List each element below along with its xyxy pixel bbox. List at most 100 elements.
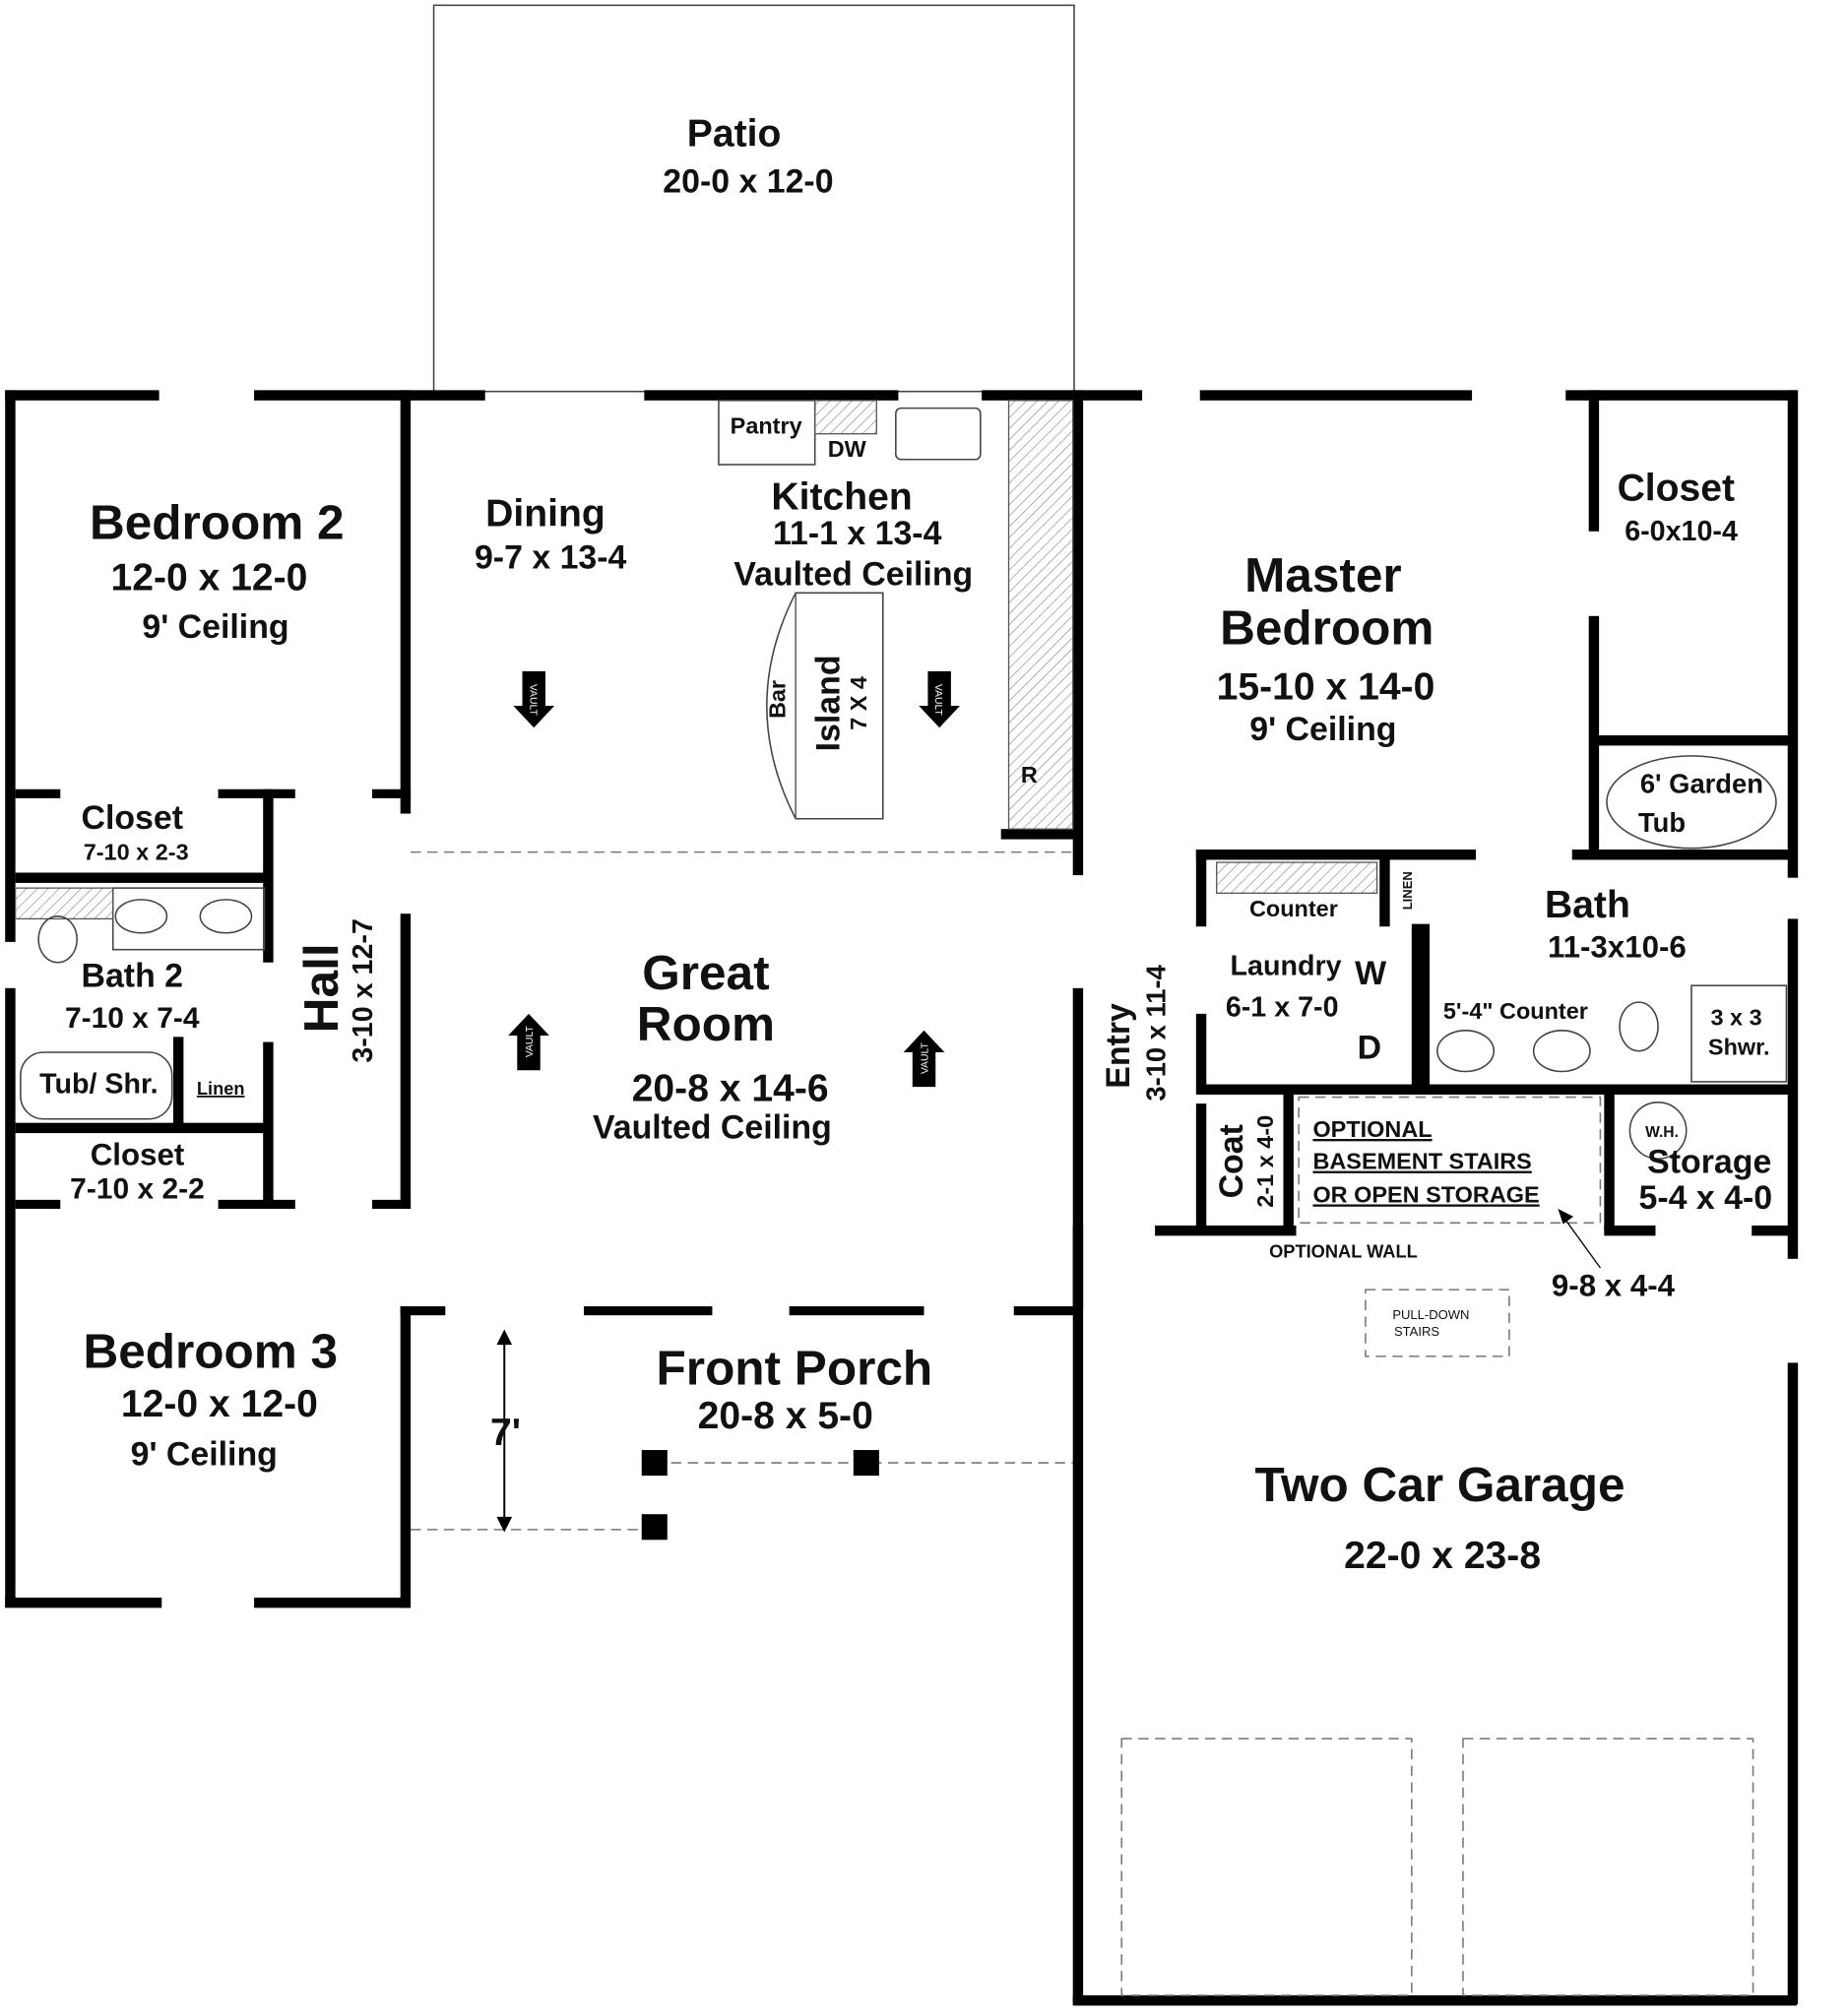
storage-name: Storage [1647, 1143, 1771, 1180]
patio-name: Patio [687, 113, 782, 156]
kitchen-dims: 11-1 x 13-4 [773, 515, 942, 552]
walls [5, 390, 1799, 2006]
master-bath-name: Bath [1545, 884, 1630, 926]
vault-arrow-down-icon: VAULT [919, 670, 960, 728]
svg-text:VAULT: VAULT [920, 1041, 930, 1074]
closet-b2-name: Closet [81, 799, 183, 837]
master-closet-dims: 6-0x10-4 [1625, 516, 1738, 547]
porch-height-label: 7' [490, 1412, 521, 1454]
bath2-name: Bath 2 [81, 957, 183, 994]
bath2-sink-1 [114, 899, 168, 934]
master-bedroom-dims: 15-10 x 14-0 [1217, 666, 1435, 709]
bath2-linen-label: Linen [197, 1078, 245, 1099]
bedroom3-ceiling: 9' Ceiling [131, 1436, 278, 1474]
closet-b3-name: Closet [91, 1138, 185, 1172]
great-room-dims: 20-8 x 14-6 [632, 1068, 829, 1110]
optional-stairs-dims: 9-8 x 4-4 [1552, 1269, 1676, 1303]
kitchen-sink [895, 407, 982, 461]
porch-post [853, 1450, 879, 1477]
kitchen-wall-hatch [1007, 400, 1074, 830]
bedroom3-dims: 12-0 x 12-0 [121, 1383, 318, 1425]
hall-dims: 3-10 x 12-7 [348, 918, 379, 1063]
porch-post [641, 1450, 668, 1477]
patio-dims: 20-0 x 12-0 [663, 163, 833, 201]
great-room-name-2: Room [637, 997, 775, 1051]
dishwasher-label: DW [828, 436, 867, 462]
front-porch-dims: 20-8 x 5-0 [698, 1395, 873, 1437]
garage-name: Two Car Garage [1254, 1458, 1625, 1512]
svg-text:VAULT: VAULT [932, 684, 943, 717]
coat-dims: 2-1 x 4-0 [1252, 1115, 1278, 1208]
pantry-label: Pantry [731, 413, 802, 439]
kitchen-ceiling: Vaulted Ceiling [733, 556, 973, 594]
bath2-dims: 7-10 x 7-4 [65, 1002, 200, 1035]
island-label: Island [809, 655, 847, 751]
bath2-toilet [37, 915, 78, 964]
svg-text:VAULT: VAULT [525, 1026, 536, 1058]
porch-post [641, 1514, 668, 1541]
optional-stairs-line3: OR OPEN STORAGE [1312, 1181, 1539, 1207]
laundry-counter [1216, 861, 1378, 894]
dryer-label: D [1358, 1029, 1381, 1066]
bedroom2-dims: 12-0 x 12-0 [110, 557, 307, 599]
garden-tub-line2: Tub [1638, 807, 1686, 838]
bath2-vanity [111, 887, 266, 951]
pull-down-line1: PULL-DOWN [1392, 1307, 1469, 1322]
shower-label-1: 3 x 3 [1711, 1005, 1762, 1031]
linen-label: LINEN [1400, 871, 1415, 910]
bath2-hatch [14, 887, 114, 920]
storage-dims: 5-4 x 4-0 [1639, 1179, 1773, 1217]
refrigerator-label: R [1021, 762, 1038, 788]
garage-dims: 22-0 x 23-8 [1344, 1535, 1541, 1577]
pull-down-stairs-outline [1365, 1289, 1510, 1357]
laundry-name: Laundry [1231, 951, 1342, 982]
shower-label-2: Shwr. [1708, 1035, 1770, 1060]
vault-arrow-up-icon: VAULT [903, 1030, 945, 1088]
bedroom3-name: Bedroom 3 [83, 1325, 338, 1379]
kitchen-name: Kitchen [771, 476, 912, 519]
vault-arrow-up-icon: VAULT [508, 1013, 549, 1071]
toilet [1619, 1001, 1659, 1052]
hall-name: Hall [294, 943, 349, 1033]
bedroom2-name: Bedroom 2 [90, 496, 345, 550]
great-room-ceiling: Vaulted Ceiling [593, 1108, 832, 1146]
vault-arrow-down-icon: VAULT [513, 670, 555, 728]
shower [1690, 984, 1788, 1083]
optional-stairs-line1: OPTIONAL [1312, 1116, 1432, 1142]
master-bedroom-name-1: Master [1244, 548, 1402, 602]
closet-b2-dims: 7-10 x 2-3 [84, 839, 189, 864]
optional-stairs-line2: BASEMENT STAIRS [1312, 1149, 1531, 1174]
garage-bay-2 [1462, 1737, 1754, 1996]
entry-dims: 3-10 x 11-4 [1141, 964, 1172, 1101]
entry-name: Entry [1100, 1003, 1137, 1089]
closet-b3-dims: 7-10 x 2-2 [70, 1173, 205, 1206]
optional-wall-label: OPTIONAL WALL [1269, 1241, 1418, 1262]
coat-name: Coat [1213, 1124, 1250, 1198]
laundry-dims: 6-1 x 7-0 [1226, 991, 1339, 1023]
pull-down-line2: STAIRS [1394, 1324, 1439, 1339]
master-closet-name: Closet [1618, 467, 1735, 509]
optional-stairs-area [1298, 1096, 1602, 1225]
bath2-sink-2 [199, 899, 253, 934]
dining-dims: 9-7 x 13-4 [475, 539, 627, 577]
master-bedroom-name-2: Bedroom [1220, 600, 1434, 655]
water-heater-label: W.H. [1645, 1124, 1679, 1141]
bath2-tub-label: Tub/ Shr. [39, 1069, 158, 1101]
garage-bay-1 [1120, 1737, 1413, 1996]
island-dims: 7 X 4 [846, 676, 871, 730]
great-room-name-1: Great [642, 946, 769, 1000]
bar-label: Bar [765, 680, 791, 719]
garden-tub [1606, 755, 1777, 850]
bedroom2-ceiling: 9' Ceiling [142, 608, 288, 646]
front-porch-name: Front Porch [657, 1342, 933, 1396]
washer-label: W [1355, 955, 1386, 992]
laundry-counter-label: Counter [1249, 896, 1338, 921]
sink-1 [1436, 1030, 1496, 1073]
bath2-tub [20, 1051, 173, 1120]
garden-tub-line1: 6' Garden [1640, 769, 1763, 799]
svg-text:VAULT: VAULT [527, 684, 538, 717]
bath-counter-label: 5'-4" Counter [1443, 998, 1588, 1024]
master-bath-dims: 11-3x10-6 [1548, 930, 1687, 965]
sink-2 [1532, 1030, 1591, 1073]
